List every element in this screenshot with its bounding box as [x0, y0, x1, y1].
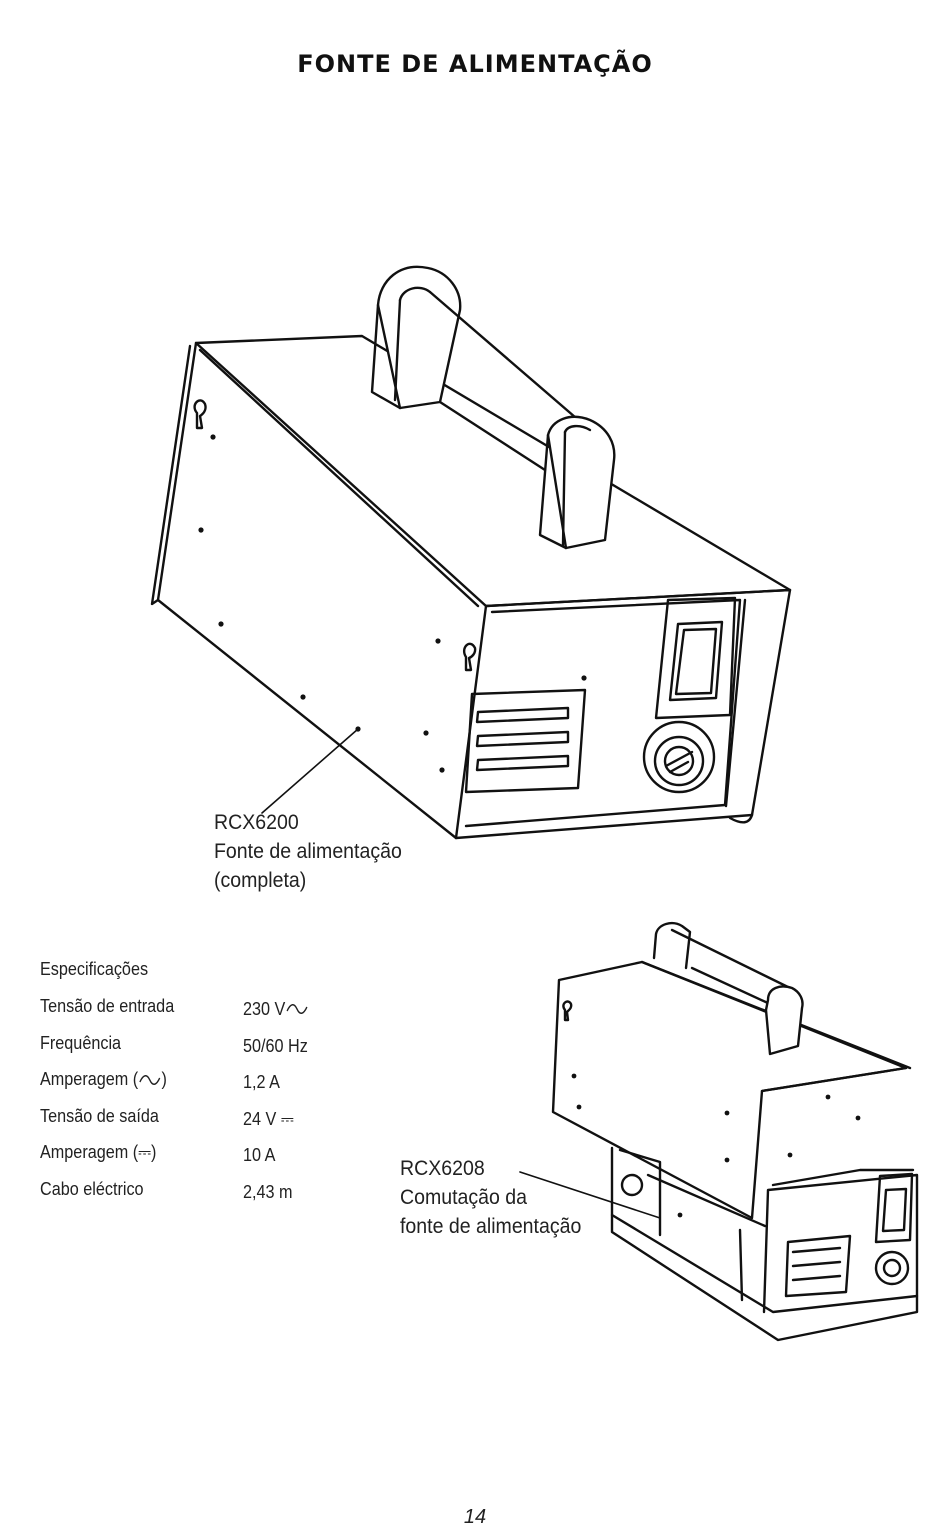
spec-value: 50/60 Hz [243, 1035, 308, 1056]
rcx6208-description: Comutação da [400, 1186, 528, 1209]
specifications-heading: Especificações [40, 959, 149, 979]
spec-row: Cabo eléctrico 2,43 m [40, 1174, 316, 1211]
spec-label: Frequência [40, 1032, 122, 1053]
spec-value: 2,43 m [243, 1181, 293, 1202]
page-title: FONTE DE ALIMENTAÇÃO [297, 50, 653, 78]
ac-sine-icon [139, 1075, 161, 1086]
spec-row: Frequência 50/60 Hz [40, 1028, 316, 1065]
ac-sine-icon [286, 1004, 308, 1015]
spec-row: Tensão de entrada 230 V [40, 991, 316, 1028]
spec-value: 1,2 A [243, 1072, 280, 1093]
spec-row: Amperagem (⎓) 10 A [40, 1137, 316, 1174]
rcx6200-callout: RCX6200 Fonte de alimentação (completa) [214, 808, 416, 895]
spec-label: Tensão de entrada [40, 996, 175, 1016]
spec-value: 10 A [243, 1145, 276, 1166]
spec-row: Amperagem () 1,2 A [40, 1064, 316, 1101]
spec-label: Amperagem () [40, 1064, 223, 1101]
rcx6208-callout: RCX6208 Comutação da fonte de alimentaçã… [400, 1154, 595, 1241]
spec-value-text: 230 V [243, 999, 286, 1020]
spec-label: Amperagem (⎓) [40, 1142, 157, 1162]
power-supply-drawing [150, 265, 792, 840]
rcx6200-description: Fonte de alimentação [214, 840, 402, 863]
spec-label-end: ) [161, 1069, 167, 1089]
rcx6200-description-2: (completa) [214, 869, 307, 892]
rcx6208-description-2: fonte de alimentação [400, 1215, 582, 1238]
power-supply-switch-drawing [519, 922, 919, 1342]
spec-label: Tensão de saída [40, 1105, 159, 1126]
page-number: 14 [463, 1506, 487, 1528]
spec-label: Cabo eléctrico [40, 1178, 144, 1199]
spec-label-text: Amperagem ( [40, 1069, 139, 1089]
spec-value: 24 V ⎓ [243, 1108, 294, 1129]
spec-value: 230 V [243, 991, 309, 1028]
rcx6208-code: RCX6208 [400, 1157, 485, 1180]
spec-row: Tensão de saída 24 V ⎓ [40, 1101, 316, 1138]
specifications-table: Especificações Tensão de entrada 230 V F… [40, 954, 316, 1210]
rcx6200-code: RCX6200 [214, 811, 299, 834]
